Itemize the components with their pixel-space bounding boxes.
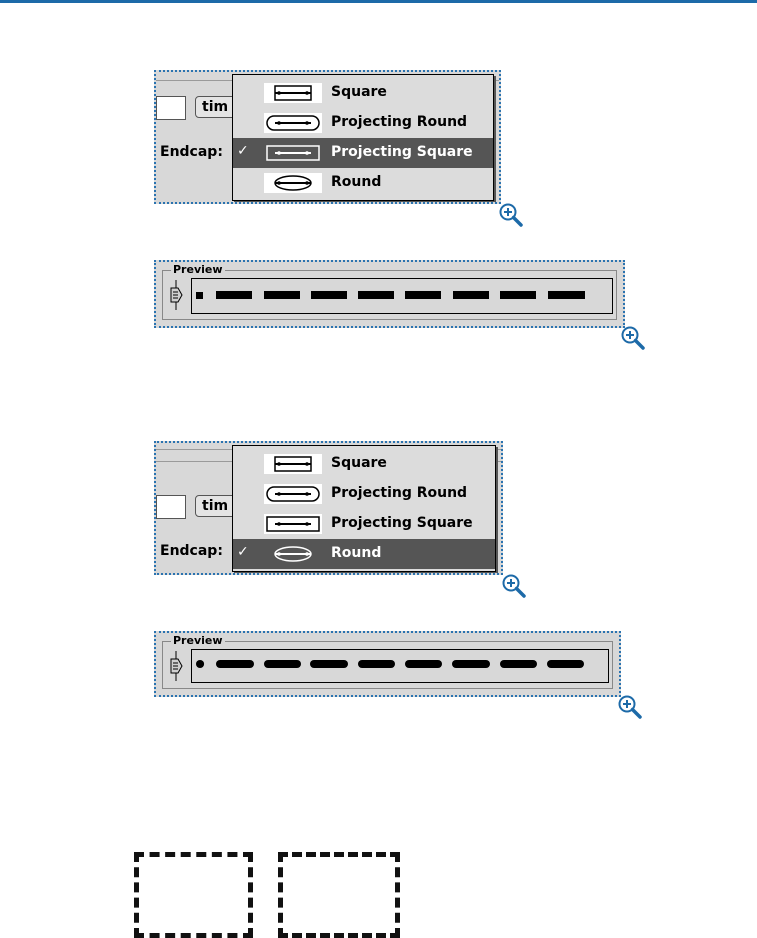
endcap-popup-menu[interactable]: Square Projecting Round Projecting Squar… — [232, 445, 496, 572]
endcap-menu-screenshot-2: tim Endcap: Square Projecting Round Proj… — [154, 441, 503, 575]
square-cap-icon — [264, 83, 322, 103]
endcap-popup-menu[interactable]: Square Projecting Round ✓ Projecting Squ… — [232, 74, 494, 201]
dash-pattern-preview — [196, 291, 585, 299]
dashed-rectangle-sample — [134, 852, 253, 938]
round-cap-icon — [264, 173, 322, 193]
zoom-in-icon[interactable] — [501, 573, 527, 599]
menu-item-square[interactable]: Square — [233, 78, 493, 108]
menu-item-label: Square — [331, 84, 387, 100]
menu-item-label: Round — [331, 545, 382, 561]
menu-item-projecting-square[interactable]: ✓ Projecting Square — [233, 138, 493, 168]
preview-area — [191, 649, 609, 683]
value-field[interactable] — [156, 96, 186, 120]
preview-area — [191, 278, 613, 314]
projecting-round-cap-icon — [264, 484, 322, 504]
menu-item-square[interactable]: Square — [233, 449, 495, 479]
top-rule — [0, 0, 757, 3]
preview-screenshot-2: Preview — [154, 631, 621, 697]
menu-item-label: Square — [331, 455, 387, 471]
menu-item-round[interactable]: ✓ Round — [233, 539, 495, 569]
menu-item-label: Projecting Round — [331, 485, 468, 501]
projecting-square-cap-icon — [264, 143, 322, 163]
dashed-rectangle-sample — [278, 852, 400, 938]
round-cap-icon — [264, 544, 322, 564]
checkmark-icon: ✓ — [237, 143, 249, 159]
square-cap-icon — [264, 454, 322, 474]
endcap-label: Endcap: — [160, 543, 223, 559]
value-field[interactable] — [156, 495, 186, 519]
slider-thumb-icon[interactable] — [169, 651, 183, 681]
menu-item-projecting-square[interactable]: Projecting Square — [233, 509, 495, 539]
menu-item-projecting-round[interactable]: Projecting Round — [233, 108, 493, 138]
endcap-label: Endcap: — [160, 144, 223, 160]
checkmark-icon: ✓ — [237, 544, 249, 560]
preview-group — [162, 641, 613, 689]
slider-thumb-icon[interactable] — [169, 280, 183, 310]
zoom-in-icon[interactable] — [620, 325, 646, 351]
menu-item-label: Projecting Round — [331, 114, 468, 130]
menu-item-label: Round — [331, 174, 382, 190]
menu-item-round[interactable]: Round — [233, 168, 493, 198]
zoom-in-icon[interactable] — [617, 694, 643, 720]
menu-item-projecting-round[interactable]: Projecting Round — [233, 479, 495, 509]
zoom-in-icon[interactable] — [498, 202, 524, 228]
preview-label: Preview — [171, 634, 225, 647]
time-button[interactable]: tim — [195, 96, 243, 118]
preview-label: Preview — [171, 263, 225, 276]
projecting-square-cap-icon — [264, 514, 322, 534]
preview-group — [162, 270, 617, 320]
preview-screenshot-1: Preview — [154, 260, 625, 328]
menu-item-label: Projecting Square — [331, 144, 473, 160]
endcap-menu-screenshot-1: tim Endcap: Square Projecting Round ✓ Pr… — [154, 70, 501, 204]
menu-item-label: Projecting Square — [331, 515, 473, 531]
dash-pattern-preview — [196, 660, 584, 668]
projecting-round-cap-icon — [264, 113, 322, 133]
